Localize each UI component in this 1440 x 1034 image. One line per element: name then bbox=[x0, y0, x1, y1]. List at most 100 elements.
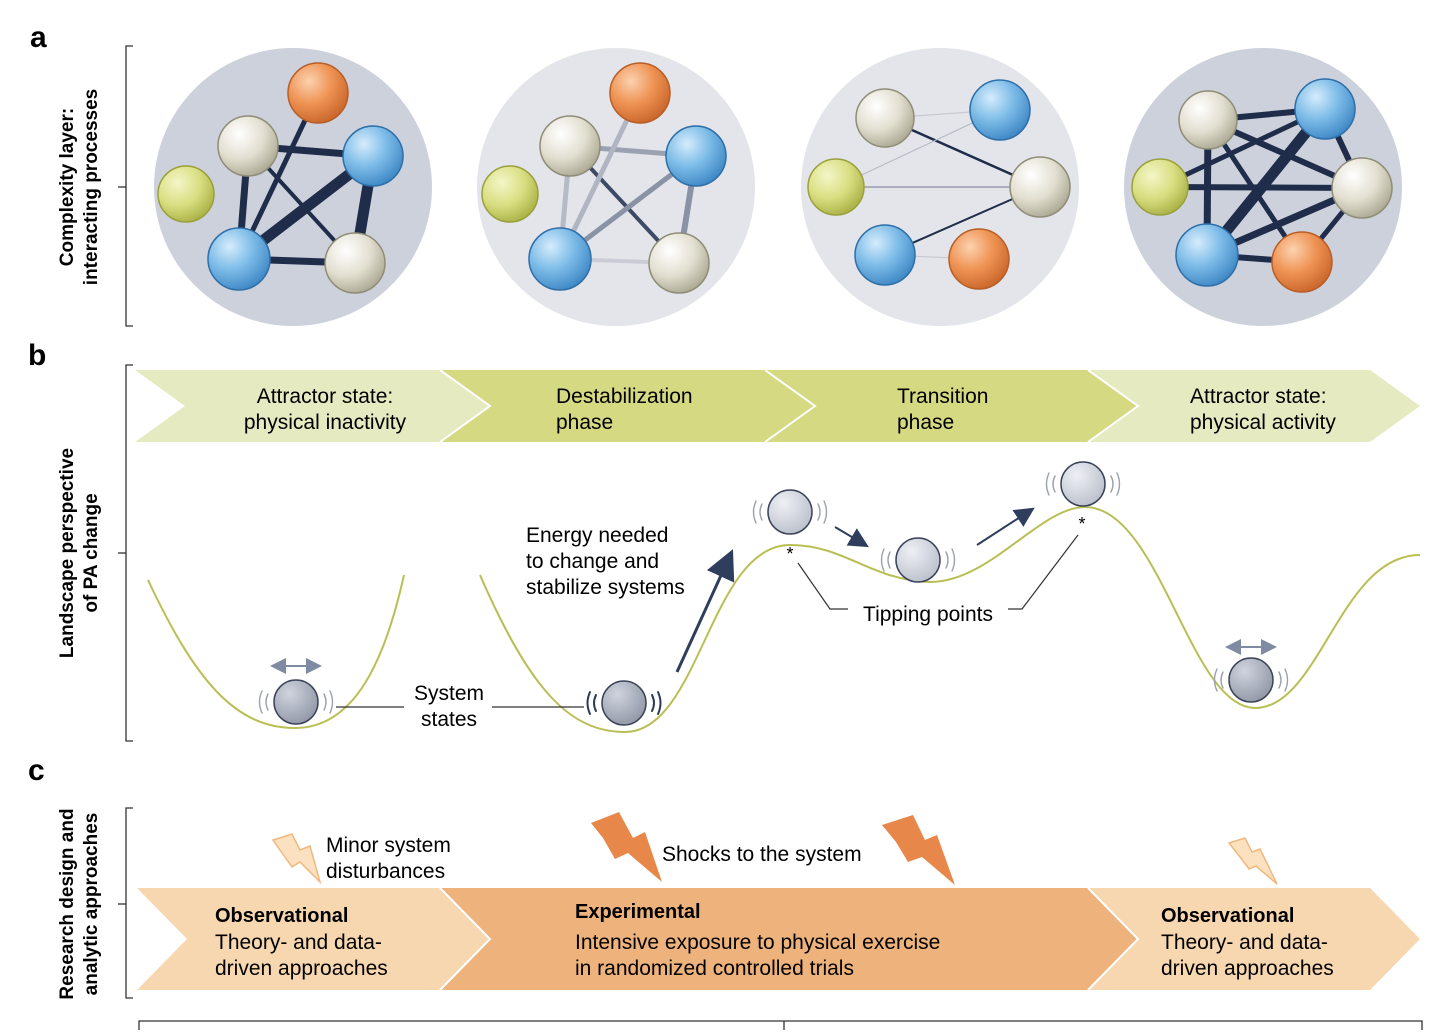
phase-4-line2: physical activity bbox=[1190, 411, 1336, 434]
node-yellow bbox=[807, 158, 865, 216]
landscape-curves bbox=[147, 505, 1421, 734]
tipping-leaders bbox=[797, 534, 1079, 610]
node-cream bbox=[1009, 156, 1071, 218]
lightning-small-icon bbox=[1227, 837, 1278, 885]
panel-b-axis bbox=[118, 364, 133, 742]
lightning-large-icon bbox=[591, 812, 662, 882]
movement-arrows bbox=[675, 507, 1035, 673]
panel-a-ylabel-2: interacting processes bbox=[81, 89, 102, 285]
ball-state-3 bbox=[1228, 657, 1274, 703]
design-2-line2: in randomized controlled trials bbox=[575, 957, 854, 980]
node-yellow bbox=[481, 165, 539, 223]
design-1-title: Observational bbox=[215, 905, 348, 927]
node-blue bbox=[969, 79, 1031, 141]
arrow-icon bbox=[976, 507, 1035, 546]
minor-line2: disturbances bbox=[326, 860, 445, 883]
design-3-title: Observational bbox=[1161, 905, 1294, 927]
network-2 bbox=[477, 48, 755, 326]
phase-4-line1: Attractor state: bbox=[1190, 385, 1327, 408]
node-cream bbox=[217, 115, 279, 177]
energy-line2: to change and bbox=[526, 550, 659, 573]
phase-3-line1: Transition bbox=[897, 385, 988, 408]
tipping-asterisk-2: * bbox=[1078, 514, 1085, 534]
panel-c-letter: c bbox=[28, 754, 45, 787]
node-orange bbox=[287, 62, 349, 124]
bottom-brace bbox=[138, 1020, 1423, 1030]
network-4 bbox=[1124, 48, 1402, 326]
ball-tipping-2 bbox=[1060, 461, 1106, 507]
lightning-small-icon bbox=[271, 833, 322, 885]
network-1 bbox=[154, 48, 432, 326]
design-chevron-1 bbox=[137, 888, 490, 990]
chevron-2 bbox=[440, 370, 815, 442]
node-blue bbox=[1175, 223, 1239, 287]
design-2-title: Experimental bbox=[575, 901, 701, 923]
disturbance-bolts bbox=[271, 812, 1278, 885]
network-3 bbox=[801, 48, 1079, 326]
design-1-line1: Theory- and data- bbox=[215, 931, 382, 954]
node-yellow bbox=[1131, 158, 1189, 216]
panel-c-ylabel-2: analytic approaches bbox=[81, 813, 102, 996]
node-blue bbox=[207, 227, 271, 291]
panel-a-letter: a bbox=[30, 21, 47, 54]
node-cream bbox=[539, 115, 601, 177]
design-chevron-2 bbox=[440, 888, 1138, 990]
node-cream bbox=[1178, 90, 1238, 150]
panel-b-ylabel-1: Landscape perspective bbox=[57, 448, 78, 658]
vibration-marks bbox=[258, 472, 1289, 715]
tipping-points-label: Tipping points bbox=[863, 603, 993, 626]
system-states-line2: states bbox=[421, 708, 477, 731]
panel-a-ylabel-1: Complexity layer: bbox=[57, 108, 78, 266]
shocks-label: Shocks to the system bbox=[662, 843, 862, 866]
lightning-large-icon bbox=[882, 815, 955, 885]
node-orange bbox=[609, 62, 671, 124]
design-3-line1: Theory- and data- bbox=[1161, 931, 1328, 954]
node-blue bbox=[1294, 78, 1356, 140]
chevron-1 bbox=[135, 370, 490, 442]
tipping-asterisk-1: * bbox=[786, 544, 793, 564]
landscape-main bbox=[479, 505, 1421, 734]
ball-state-1 bbox=[273, 679, 319, 725]
ball-transition bbox=[895, 537, 941, 583]
design-1-line2: driven approaches bbox=[215, 957, 388, 980]
node-blue bbox=[342, 125, 404, 187]
panel-b-letter: b bbox=[28, 339, 46, 372]
design-2-line1: Intensive exposure to physical exercise bbox=[575, 931, 940, 954]
minor-line1: Minor system bbox=[326, 834, 451, 857]
node-blue bbox=[854, 224, 916, 286]
state-balls bbox=[273, 461, 1274, 726]
design-3-line2: driven approaches bbox=[1161, 957, 1334, 980]
node-orange bbox=[1271, 231, 1333, 293]
panel-a-axis bbox=[118, 45, 133, 327]
phase-2-line2: phase bbox=[556, 411, 613, 434]
chevron-4 bbox=[1088, 370, 1420, 442]
panel-c-axis bbox=[118, 807, 133, 999]
ball-tipping-1 bbox=[767, 489, 813, 535]
node-cream bbox=[1331, 157, 1393, 219]
panel-c-ylabel-1: Research design and bbox=[57, 808, 78, 999]
node-cream bbox=[324, 232, 386, 294]
oscillation-arrows bbox=[270, 639, 1277, 674]
phase-chevrons bbox=[135, 369, 1420, 443]
valley-left bbox=[147, 574, 405, 730]
arrow-icon bbox=[834, 526, 869, 548]
design-chevron-3 bbox=[1088, 888, 1420, 990]
node-yellow bbox=[157, 165, 215, 223]
phase-1-line1: Attractor state: bbox=[257, 385, 394, 408]
phase-2-line1: Destabilization bbox=[556, 385, 693, 408]
design-chevrons bbox=[137, 887, 1420, 991]
energy-line1: Energy needed bbox=[526, 524, 668, 547]
ball-state-2 bbox=[601, 680, 647, 726]
node-orange bbox=[948, 228, 1010, 290]
chevron-3 bbox=[765, 370, 1138, 442]
phase-1-line2: physical inactivity bbox=[244, 411, 407, 434]
energy-line3: stabilize systems bbox=[526, 576, 685, 599]
system-states-line1: System bbox=[414, 682, 484, 705]
energy-arrow-icon bbox=[675, 549, 735, 673]
node-blue bbox=[665, 125, 727, 187]
node-cream bbox=[855, 88, 915, 148]
panel-b-ylabel-2: of PA change bbox=[81, 493, 102, 612]
node-blue bbox=[528, 227, 592, 291]
phase-3-line2: phase bbox=[897, 411, 954, 434]
